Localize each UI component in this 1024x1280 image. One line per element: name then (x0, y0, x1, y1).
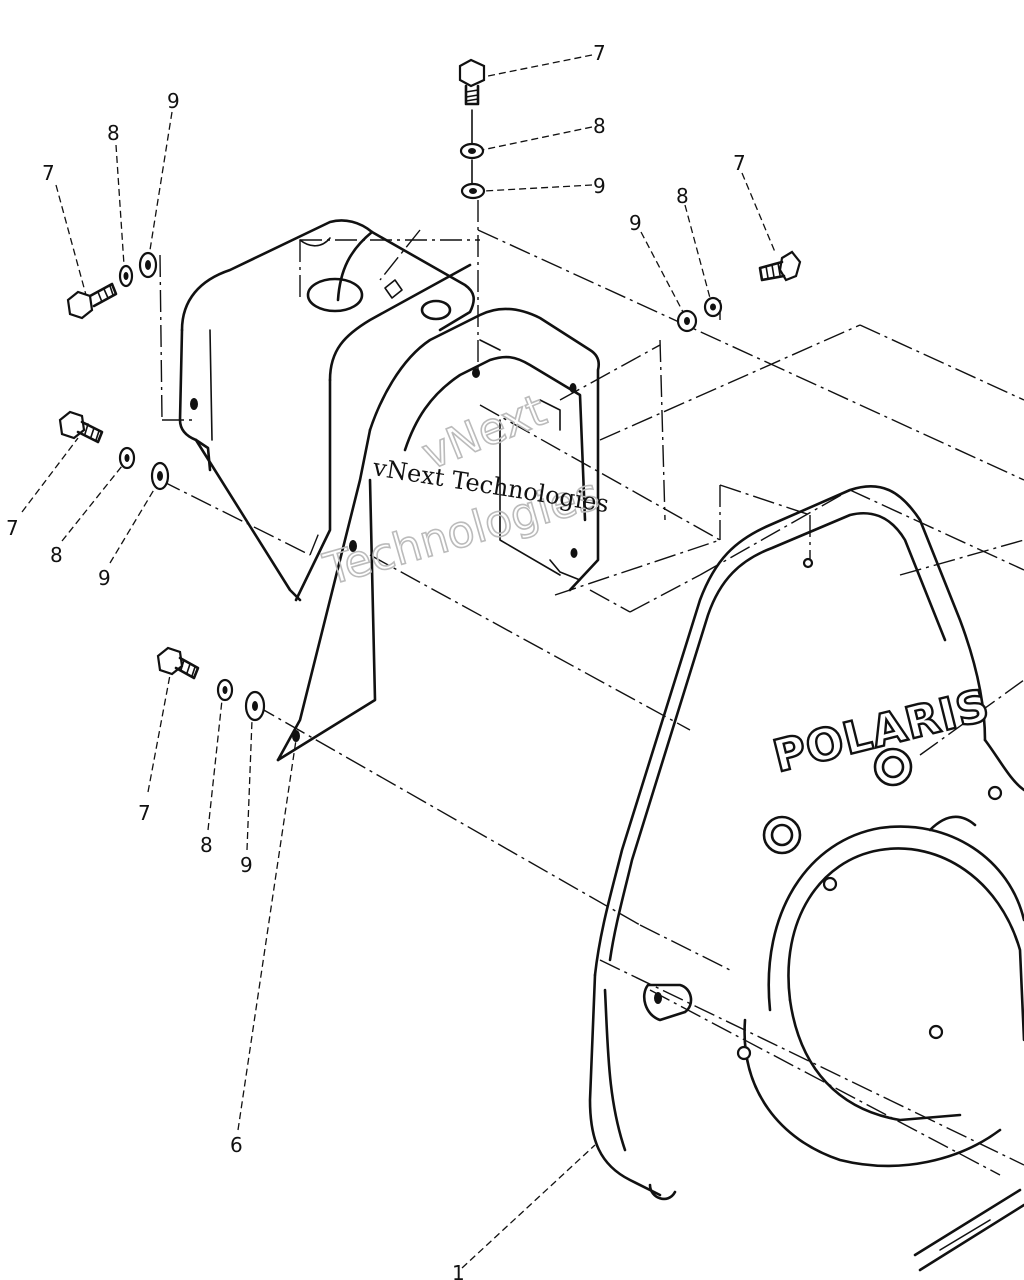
callout-1: 1 (452, 1261, 465, 1280)
hardware-upper-right-stack (676, 250, 802, 333)
callout-9: 9 (98, 566, 111, 590)
callout-8: 8 (200, 833, 213, 857)
callout-7: 7 (593, 41, 606, 65)
brand-label: POLARIS (768, 680, 994, 783)
callout-9: 9 (167, 89, 180, 113)
callout-8: 8 (593, 114, 606, 138)
bolt-head-icon (66, 290, 94, 320)
callout-7: 7 (42, 161, 55, 185)
callout-6: 6 (230, 1133, 243, 1157)
callout-9: 9 (629, 211, 642, 235)
callout-8: 8 (107, 121, 120, 145)
callout-labels: 7 8 9 7 8 9 9 8 7 7 8 9 7 8 9 6 1 (6, 41, 746, 1280)
callout-leaders (21, 54, 776, 1269)
hardware-top-stack (458, 58, 486, 200)
callout-8: 8 (676, 184, 689, 208)
blower-housing: POLARIS (588, 485, 1024, 1272)
hardware-middle-left-stack (58, 410, 170, 491)
mounting-bracket (276, 307, 601, 762)
callout-9: 9 (593, 174, 606, 198)
watermark: vNext Technologies vNext Technologies (317, 384, 611, 597)
housing-boss-upper (873, 747, 913, 787)
callout-7: 7 (733, 151, 746, 175)
callout-9: 9 (240, 853, 253, 877)
hardware-lower-left-stack (156, 646, 266, 722)
callout-7: 7 (138, 801, 151, 825)
bolt-head-icon (778, 250, 802, 282)
callout-8: 8 (50, 543, 63, 567)
callout-7: 7 (6, 516, 19, 540)
bolt-head-icon (458, 58, 486, 88)
hardware-upper-left-stack (66, 251, 158, 320)
assembly-center-lines (159, 200, 1024, 1176)
housing-boss-lower (762, 815, 802, 855)
shroud-cover (178, 219, 475, 602)
